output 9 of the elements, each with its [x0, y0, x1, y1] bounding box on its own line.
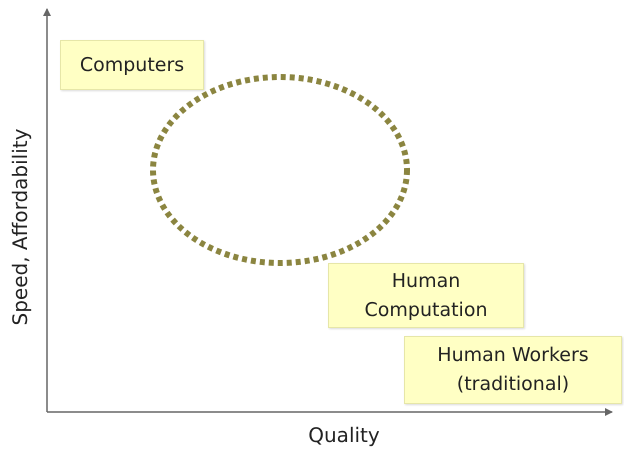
label-box [404, 336, 622, 404]
label-box [328, 263, 524, 328]
axis-label: Speed, Affordability [7, 128, 33, 326]
box-text: Computers [80, 52, 184, 78]
box-text: Human Workers (traditional) [436, 343, 590, 397]
box-text: Human Computation [364, 268, 488, 322]
dotted-ellipse [150, 74, 410, 266]
label-box [60, 40, 204, 90]
axis-label: Quality [308, 422, 380, 449]
